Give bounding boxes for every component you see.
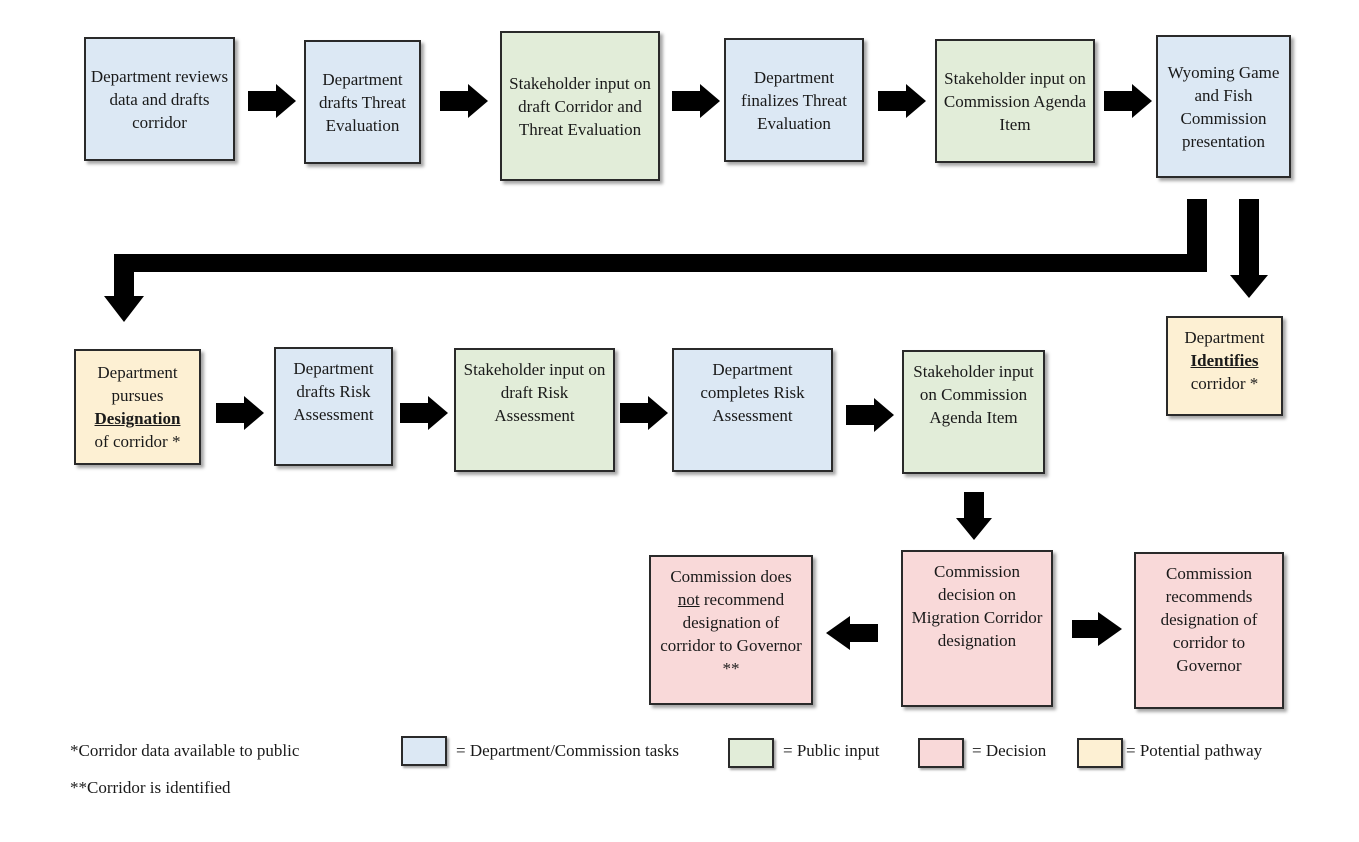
- legend-swatch-pathway: [1077, 738, 1123, 768]
- box-commission-recommends-text: Commission recommends designation of cor…: [1160, 564, 1258, 675]
- identifies-bold: Identifies: [1190, 351, 1259, 370]
- box-finalizes-threat: Department finalizes Threat Evaluation: [724, 38, 864, 162]
- identifies-post: corridor *: [1190, 374, 1259, 393]
- arrow-right-4: [878, 84, 926, 118]
- box-stakeholder-agenda-2: Stakeholder input on Commission Agenda I…: [902, 350, 1045, 474]
- legend-label-public: = Public input: [783, 741, 880, 760]
- legend-swatch-public: [728, 738, 774, 768]
- box-commission-decision: Commission decision on Migration Corrido…: [901, 550, 1053, 707]
- box-pursues-designation: Department pursues Designation of corrid…: [74, 349, 201, 465]
- box-stakeholder-draft-corridor-text: Stakeholder input on draft Corridor and …: [509, 73, 651, 139]
- arrow-right-5: [1104, 84, 1152, 118]
- arrow-down-identifies: [1230, 199, 1268, 298]
- legend-swatch-department: [401, 736, 447, 766]
- box-commission-recommends: Commission recommends designation of cor…: [1134, 552, 1284, 709]
- designation-post: of corridor *: [94, 432, 181, 451]
- box-stakeholder-risk-text: Stakeholder input on draft Risk Assessme…: [463, 360, 606, 425]
- not-recommend-pre: Commission does: [670, 567, 792, 586]
- box-stakeholder-draft-corridor: Stakeholder input on draft Corridor and …: [500, 31, 660, 181]
- box-stakeholder-agenda-1: Stakeholder input on Commission Agenda I…: [935, 39, 1095, 163]
- box-drafts-threat: Department drafts Threat Evaluation: [304, 40, 421, 164]
- box-commission-presentation: Wyoming Game and Fish Commission present…: [1156, 35, 1291, 178]
- box-drafts-risk-text: Department drafts Risk Assessment: [293, 359, 374, 424]
- arrow-right-recommend: [1072, 612, 1122, 646]
- footnote-double: **Corridor is identified: [70, 778, 231, 797]
- box-stakeholder-risk: Stakeholder input on draft Risk Assessme…: [454, 348, 615, 472]
- elbow-arrow: [104, 199, 1207, 322]
- arrow-down-decision: [956, 492, 992, 540]
- box-stakeholder-agenda-2-text: Stakeholder input on Commission Agenda I…: [913, 362, 1034, 427]
- box-completes-risk: Department completes Risk Assessment: [672, 348, 833, 472]
- box-commission-not-recommend: Commission does not recommend designatio…: [649, 555, 813, 705]
- not-recommend-post: recommend designation of corridor to Gov…: [660, 590, 802, 678]
- legend-label-department: = Department/Commission tasks: [456, 741, 680, 760]
- box-reviews-data: Department reviews data and drafts corri…: [84, 37, 235, 161]
- arrow-right-6: [216, 396, 264, 430]
- arrow-right-7: [400, 396, 448, 430]
- arrow-right-3: [672, 84, 720, 118]
- identifies-pre: Department: [1184, 328, 1265, 347]
- designation-pre: Department pursues: [97, 363, 178, 405]
- arrow-right-8: [620, 396, 668, 430]
- box-commission-decision-text: Commission decision on Migration Corrido…: [911, 562, 1043, 650]
- box-finalizes-threat-text: Department finalizes Threat Evaluation: [741, 67, 847, 133]
- box-completes-risk-text: Department completes Risk Assessment: [700, 360, 805, 425]
- arrow-right-9: [846, 398, 894, 432]
- designation-bold: Designation: [94, 409, 181, 428]
- box-drafts-risk: Department drafts Risk Assessment: [274, 347, 393, 466]
- box-drafts-threat-text: Department drafts Threat Evaluation: [318, 69, 406, 135]
- legend-label-decision: = Decision: [972, 741, 1047, 760]
- not-recommend-underlined: not: [677, 590, 700, 609]
- box-stakeholder-agenda-1-text: Stakeholder input on Commission Agenda I…: [943, 68, 1087, 134]
- footnote-single: *Corridor data available to public: [70, 741, 300, 760]
- arrow-right-2: [440, 84, 488, 118]
- arrow-left-not: [826, 616, 878, 650]
- arrow-right-1: [248, 84, 296, 118]
- box-reviews-data-text: Department reviews data and drafts corri…: [90, 66, 229, 132]
- legend-swatch-decision: [918, 738, 964, 768]
- box-identifies-corridor: Department Identifies corridor *: [1166, 316, 1283, 416]
- legend-label-pathway: = Potential pathway: [1126, 741, 1263, 760]
- box-commission-presentation-text: Wyoming Game and Fish Commission present…: [1167, 62, 1280, 151]
